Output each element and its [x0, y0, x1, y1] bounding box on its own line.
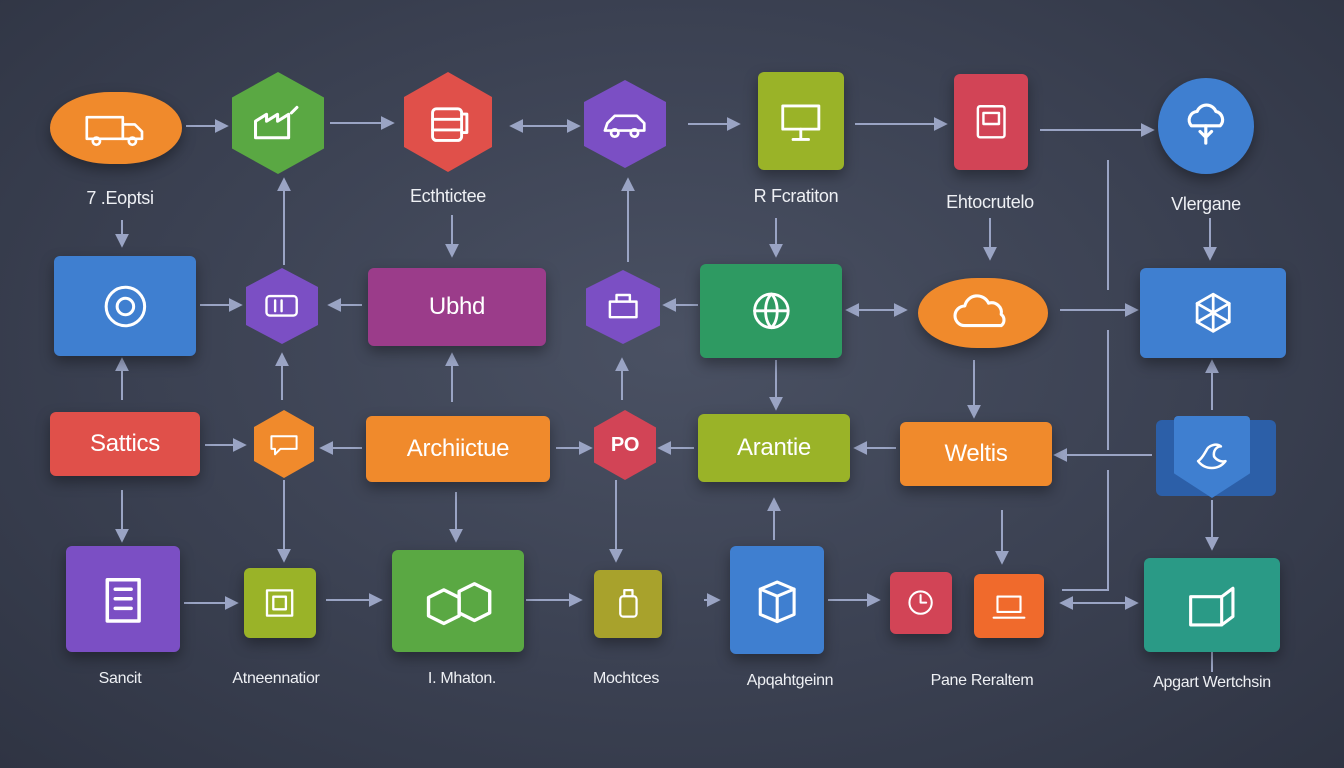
caption-row1-blue: Vlergane: [1171, 194, 1241, 214]
storage-icon: [1189, 586, 1235, 627]
caption-row4-purple: Sancit: [98, 670, 142, 687]
caption-row1-lime: R Fcratiton: [753, 186, 839, 206]
caption-row1-crimson: Ehtocrutelo: [946, 192, 1034, 212]
caption-row4-green: I. Mhaton.: [427, 670, 497, 687]
caption-row1-red-hex: Ecthtictee: [409, 186, 487, 206]
lime-box-label: Arantie: [737, 434, 811, 461]
caption-row4-lime: Atneennatior: [232, 670, 320, 687]
green-square-node[interactable]: [700, 264, 842, 358]
blue-rect-left-node[interactable]: [54, 256, 196, 356]
network-cube-icon: [1195, 293, 1231, 333]
crimson-square-node[interactable]: [954, 74, 1028, 170]
olive-square-bottom-node[interactable]: [594, 570, 662, 638]
frame-icon: [266, 589, 294, 617]
orange-cloud-mid-node[interactable]: [918, 278, 1048, 348]
blue-square-bottom-node[interactable]: [730, 546, 824, 654]
orange-cloud-node[interactable]: [50, 92, 182, 164]
purple-hex-mid-node[interactable]: [586, 270, 660, 344]
factory-icon: [254, 106, 299, 140]
server-icon: [758, 580, 796, 623]
cubes-icon: [427, 582, 492, 626]
tree-cloud-icon: [1187, 103, 1225, 145]
lime-square-bottom-node[interactable]: [244, 568, 316, 638]
building-icon: [105, 578, 141, 624]
chat-icon: [270, 434, 298, 455]
blue-circle-node[interactable]: [1158, 78, 1254, 174]
lime-square-node[interactable]: [758, 72, 844, 170]
car-icon: [603, 114, 647, 138]
orange-right-box-node[interactable]: Weltis: [900, 422, 1052, 486]
bird-icon: [1197, 443, 1227, 470]
robot-icon: [608, 293, 638, 319]
lime-box-node[interactable]: Arantie: [698, 414, 850, 482]
gear-circle-icon: [104, 285, 146, 327]
barrel-icon: [430, 107, 468, 142]
red-box-node[interactable]: Sattics: [50, 412, 200, 476]
red-hex-small-label: PO: [610, 433, 640, 456]
clock-icon: [908, 590, 934, 616]
magenta-box-label: Ubhd: [428, 293, 486, 320]
magenta-box-node[interactable]: Ubhd: [368, 268, 546, 346]
truck-icon: [85, 115, 144, 147]
caption-row4-crimson: Pane Reraltem: [930, 672, 1034, 689]
teal-rect-bottom-node[interactable]: [1144, 558, 1280, 652]
caption-row4-blue: Apqahtgeinn: [746, 672, 834, 689]
green-rect-bottom-node[interactable]: [392, 550, 524, 652]
globe-icon: [752, 292, 790, 330]
caption-row4-olive: Mochtces: [592, 670, 660, 687]
connector-line: [1062, 470, 1109, 591]
cloud-icon: [953, 294, 1006, 328]
orange-square-bottom-node[interactable]: [974, 574, 1044, 638]
monitor-icon: [781, 104, 821, 141]
caption-row1-cloud: 7 .Eoptsi: [86, 188, 154, 208]
purple-square-bottom-node[interactable]: [66, 546, 180, 652]
purple-hex-node[interactable]: [584, 80, 666, 168]
crimson-square-bottom-node[interactable]: [890, 572, 952, 634]
caption-row4-teal: Apgart Wertchsin: [1153, 674, 1271, 691]
blue-square-right-node[interactable]: [1140, 268, 1286, 358]
orange-box-label: Archiictue: [406, 435, 510, 462]
laptop-icon: [992, 595, 1026, 619]
red-box-label: Sattics: [90, 430, 160, 457]
orange-box-node[interactable]: Archiictue: [366, 416, 550, 482]
bottle-icon: [618, 588, 638, 618]
box-icon: [265, 295, 299, 317]
document-icon: [976, 105, 1006, 139]
orange-right-box-label: Weltis: [944, 440, 1008, 467]
orange-hex-small-node[interactable]: [254, 410, 314, 478]
